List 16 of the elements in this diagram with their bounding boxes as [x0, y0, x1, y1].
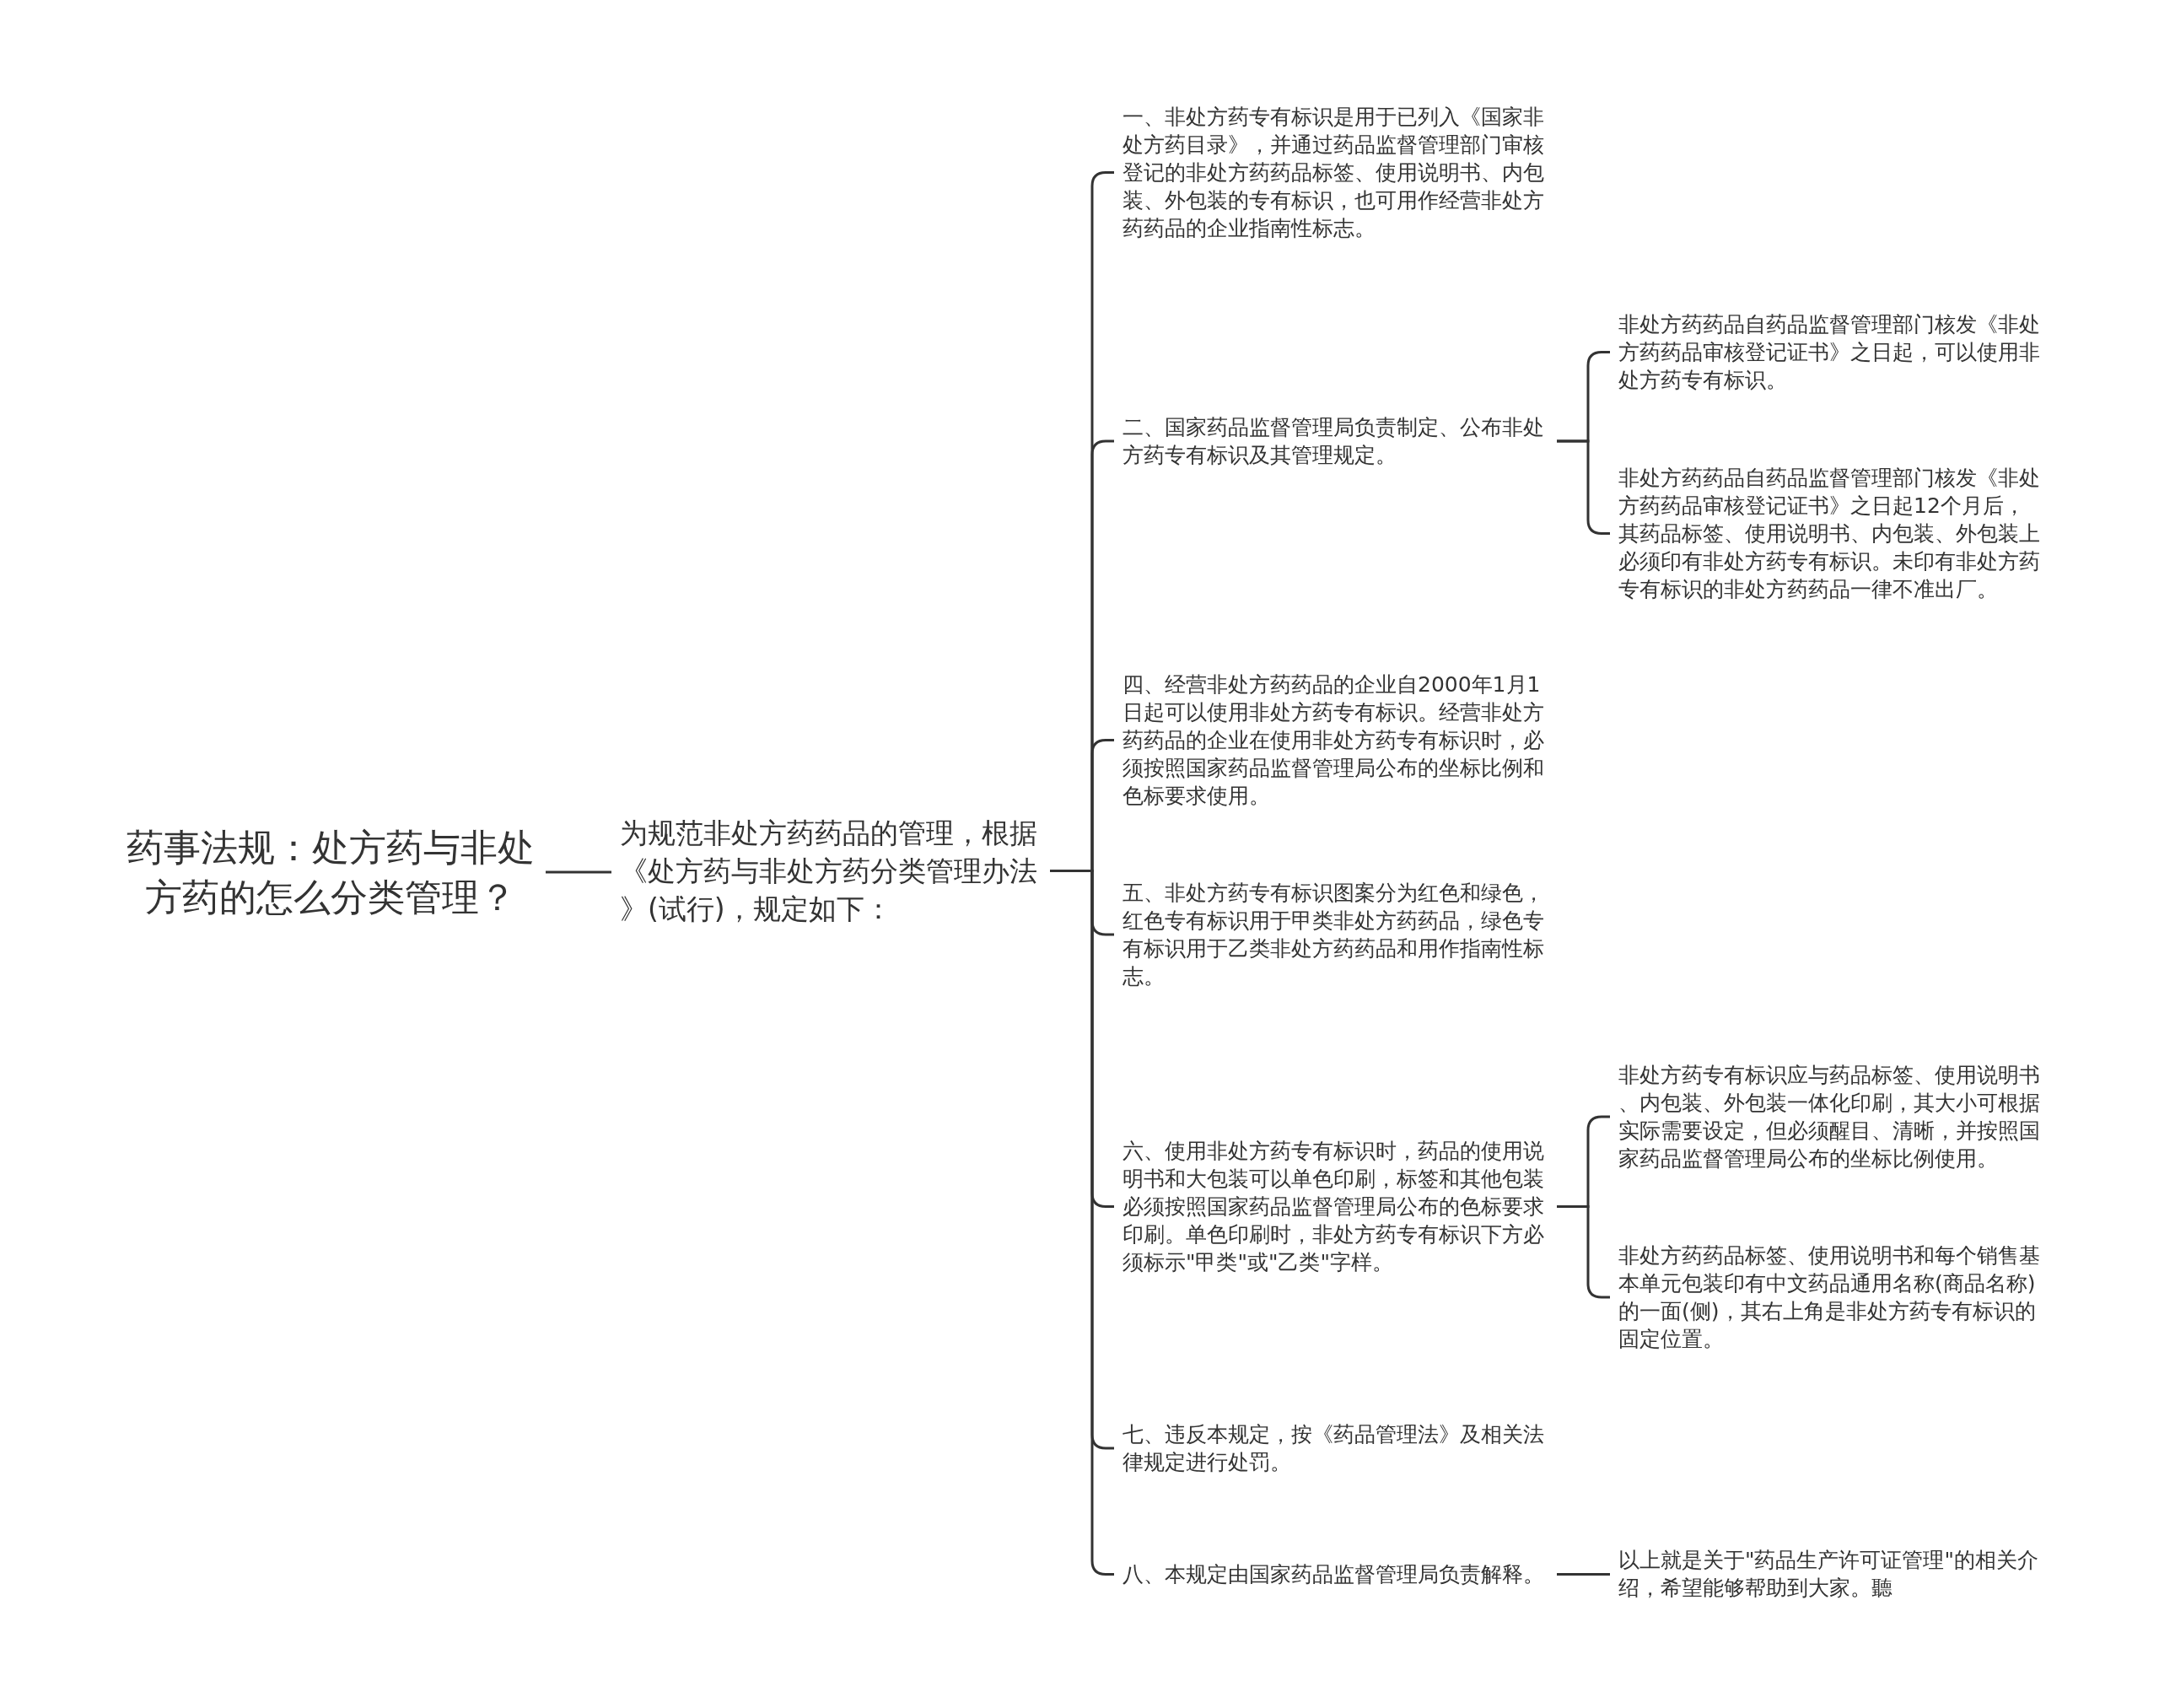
connector-line	[1557, 1573, 1610, 1576]
branch-topic: 五、非处方药专有标识图案分为红色和绿色，红色专有标识用于甲类非处方药药品，绿色专有标识用于乙类非处方药药品和用作指南性标志。	[1114, 879, 1557, 990]
subtopic: 非处方药药品自药品监督管理部门核发《非处方药药品审核登记证书》之日起12个月后，其药品标签、使用说明书、内包装、外包装上必须印有非处方药专有标识。未印有非处方药专有标识的非处方药药品一律不准出厂。	[1610, 464, 2053, 603]
central-topic: 药事法规：处方药与非处方药的怎么分类管理？	[116, 822, 546, 922]
subtopic: 非处方药专有标识应与药品标签、使用说明书、内包装、外包装一体化印刷，其大小可根据实际需要设定，但必须醒目、清晰，并按照国家药品监督管理局公布的坐标比例使用。	[1610, 1061, 2053, 1172]
subtopic: 以上就是关于"药品生产许可证管理"的相关介绍，希望能够帮助到大家。聽	[1610, 1546, 2053, 1602]
main-topic: 为规范非处方药药品的管理，根据《处方药与非处方药分类管理办法》(试行)，规定如下：	[611, 814, 1050, 928]
branch-topic: 七、违反本规定，按《药品管理法》及相关法律规定进行处罚。	[1114, 1420, 1557, 1476]
subtopic: 非处方药药品自药品监督管理部门核发《非处方药药品审核登记证书》之日起，可以使用非处方药专有标识。	[1610, 310, 2053, 394]
subtopic: 非处方药药品标签、使用说明书和每个销售基本单元包装印有中文药品通用名称(商品名称)的一面(侧)，其右上角是非处方药专有标识的固定位置。	[1610, 1242, 2053, 1353]
branch-topic: 四、经营非处方药药品的企业自2000年1月1日起可以使用非处方药专有标识。经营非处方药药品的企业在使用非处方药专有标识时，必须按照国家药品监督管理局公布的坐标比例和色标要求使用。	[1114, 671, 1557, 810]
branch-topic: 八、本规定由国家药品监督管理局负责解释。	[1114, 1560, 1557, 1588]
connector-line	[546, 870, 611, 874]
branch-topic: 二、国家药品监督管理局负责制定、公布非处方药专有标识及其管理规定。	[1114, 413, 1557, 469]
branch-topic: 六、使用非处方药专有标识时，药品的使用说明书和大包装可以单色印刷，标签和其他包装必须按照国家药品监督管理局公布的色标要求印刷。单色印刷时，非处方药专有标识下方必须标示"甲类"或"乙类"字样。	[1114, 1137, 1557, 1276]
branch-topic: 一、非处方药专有标识是用于已列入《国家非处方药目录》，并通过药品监督管理部门审核登记的非处方药药品标签、使用说明书、内包装、外包装的专有标识，也可用作经营非处方药药品的企业指南性标志。	[1114, 103, 1557, 242]
